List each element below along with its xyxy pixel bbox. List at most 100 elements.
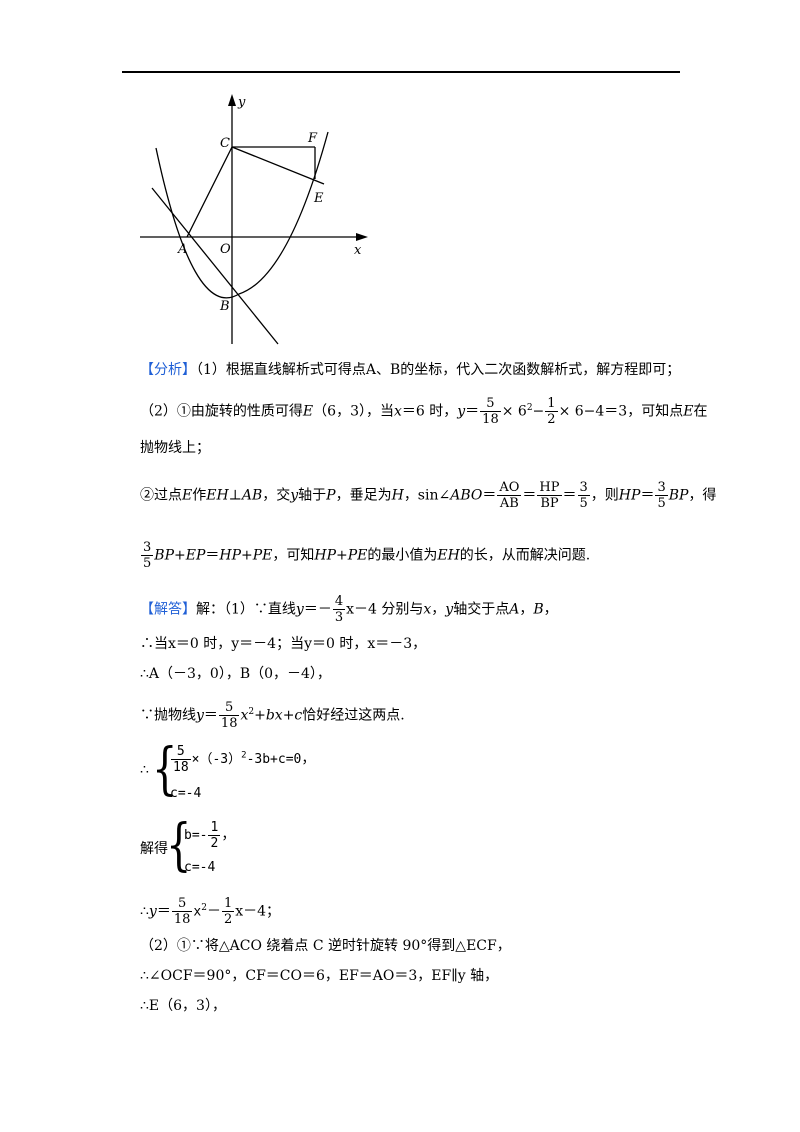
text: ＝ xyxy=(156,903,171,920)
fraction-numerator: HP xyxy=(537,480,562,496)
text: ，交 xyxy=(262,487,291,504)
text: ＝ xyxy=(203,707,218,724)
fraction-denominator: 2 xyxy=(210,836,219,851)
coordinate-figure: y x C F E A O B xyxy=(138,92,370,352)
header-rule xyxy=(122,71,680,73)
fraction-denominator: 5 xyxy=(657,496,666,511)
fraction-denominator: 2 xyxy=(547,412,556,427)
fraction-numerator: 1 xyxy=(208,820,221,836)
text: ＝ xyxy=(640,487,655,504)
text: ， xyxy=(543,601,558,618)
superscript: 2 xyxy=(248,706,255,717)
text: ∴∠OCF＝90°，CF＝CO＝6，EF＝AO＝3，EF∥y 轴， xyxy=(140,968,499,984)
text: x xyxy=(240,707,249,724)
text: ∴E（6，3）， xyxy=(140,998,226,1014)
text: 的最小值为 xyxy=(367,547,438,564)
analysis-p3: 抛物线上； xyxy=(140,440,210,456)
segment-ce xyxy=(231,146,325,185)
fraction-numerator: AO xyxy=(497,480,522,496)
text: 作 xyxy=(192,487,207,504)
text: BP xyxy=(668,487,689,504)
analysis-p2-e2: E xyxy=(683,403,694,420)
text: x xyxy=(423,601,432,618)
text: y xyxy=(295,601,304,618)
text: x xyxy=(193,904,202,920)
text: ，则 xyxy=(590,487,619,504)
text: HP+PE xyxy=(314,547,368,564)
fraction-numerator: 1 xyxy=(221,896,235,912)
fraction-numerator: 5 xyxy=(480,396,501,412)
analysis-line-3: 抛物线上； xyxy=(140,438,210,458)
text: ⊥ xyxy=(228,487,242,504)
x-axis-arrow xyxy=(356,233,368,241)
superscript: 2 xyxy=(526,402,533,413)
text: 解：（1）∵直线 xyxy=(196,601,296,618)
text: ∵抛物线 xyxy=(140,707,196,724)
text: ＝ xyxy=(482,487,497,504)
text: － xyxy=(206,903,221,920)
text: （2）①∵将△ACO 绕着点 C 逆时针旋转 90°得到△ECF， xyxy=(140,938,511,954)
solve-label: 解得 xyxy=(140,841,168,857)
solution-line-8: ∴E（6，3）， xyxy=(140,996,226,1016)
label-b: B xyxy=(219,299,230,314)
text: y xyxy=(148,903,157,920)
label-a: A xyxy=(177,242,187,257)
text: P xyxy=(326,487,336,504)
text: A xyxy=(509,601,520,618)
text: 轴于 xyxy=(298,487,327,504)
analysis-p2-times6: × 6 xyxy=(501,403,527,420)
fraction-denominator: AB xyxy=(499,496,519,511)
text: E xyxy=(182,487,193,504)
left-brace: { xyxy=(166,813,192,879)
text: 的长，从而解决问题. xyxy=(459,547,591,564)
text: ∴ xyxy=(140,903,149,920)
superscript: 2 xyxy=(201,902,207,913)
text: x－4 分别与 xyxy=(346,601,424,618)
fraction-denominator: 18 xyxy=(173,760,189,775)
analysis-p2-y: y xyxy=(457,403,466,420)
fraction-denominator: 2 xyxy=(223,912,233,927)
system-1-row-2: c=-4 xyxy=(170,786,202,801)
fraction-numerator: 5 xyxy=(171,744,191,760)
text: HP+PE xyxy=(219,547,273,564)
label-x: x xyxy=(354,243,362,258)
text: ＝ xyxy=(205,547,220,564)
text: EH xyxy=(437,547,460,564)
parabola xyxy=(155,131,329,299)
text: y xyxy=(445,601,454,618)
analysis-p2-eq6: ＝6 时， xyxy=(401,403,458,420)
fraction-numerator: 4 xyxy=(332,594,346,610)
text: ＝ xyxy=(522,487,537,504)
fraction-denominator: 3 xyxy=(334,610,344,625)
text: EH xyxy=(206,487,229,504)
label-f: F xyxy=(307,131,318,146)
fraction-numerator: 3 xyxy=(577,480,590,496)
analysis-p2-text: （2）①由旋转的性质可得 xyxy=(140,403,303,420)
text: 轴交于点 xyxy=(453,601,510,618)
fraction-numerator: 3 xyxy=(141,540,154,556)
text: AB xyxy=(241,487,263,504)
text: y xyxy=(290,487,299,504)
text: x－4； xyxy=(235,903,281,920)
text: ×（-3） xyxy=(191,752,242,767)
fraction-denominator: 18 xyxy=(173,912,191,927)
fraction-denominator: 5 xyxy=(579,496,588,511)
analysis-tag: 【分析】 xyxy=(140,362,196,378)
text: b=- xyxy=(184,828,208,843)
solution-tag: 【解答】 xyxy=(140,601,196,618)
